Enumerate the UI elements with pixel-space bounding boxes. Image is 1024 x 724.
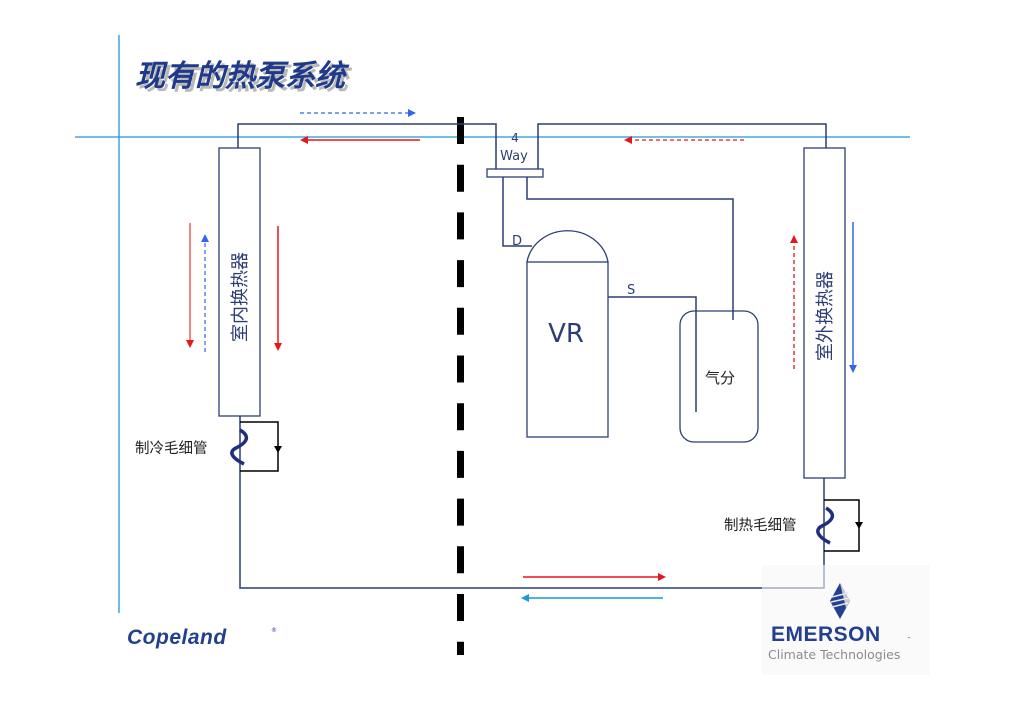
flow-arrows	[186, 109, 857, 602]
page-title: 现有的热泵系统	[135, 59, 350, 94]
accumulator-label: 气分	[705, 369, 735, 387]
compressor-label: VR	[548, 319, 584, 349]
heating-capillary-label: 制热毛细管	[724, 517, 797, 534]
pipe-indoor-to-4way	[237, 123, 497, 169]
four-way-label-line2: Way	[500, 149, 528, 164]
pipe-4way-to-outdoor	[537, 123, 827, 169]
heating-capillary	[816, 499, 863, 552]
page-title-shadow: 现有的热泵系统	[138, 62, 353, 97]
compressor: VR	[526, 230, 609, 438]
capillary-coil-icon	[230, 428, 249, 466]
emerson-logo: EMERSON ™ Climate Technologies	[762, 565, 930, 675]
pipe-discharge	[502, 177, 532, 247]
indoor-exchanger-label: 室内换热器	[230, 252, 251, 342]
pipe-bottom-liquid-line	[239, 416, 825, 589]
emerson-logo-backdrop	[762, 565, 930, 675]
cooling-capillary-bypass	[240, 421, 279, 472]
four-way-label-line1: 4	[511, 131, 519, 145]
compressor-body	[526, 261, 609, 438]
emerson-trademark: ™	[907, 636, 911, 641]
refrigerant-pipes	[237, 123, 827, 589]
outdoor-exchanger-label: 室外换热器	[815, 271, 836, 361]
copeland-logo: Copeland ®	[127, 626, 277, 649]
emerson-logo-text: EMERSON	[771, 623, 881, 646]
pipe-suction	[608, 296, 697, 412]
copeland-logo-text: Copeland	[127, 626, 227, 649]
cooling-capillary	[230, 421, 282, 472]
indoor-heat-exchanger	[218, 147, 261, 417]
copeland-registered-mark: ®	[271, 627, 277, 634]
check-valve-arrow-icon	[274, 446, 282, 453]
emerson-diamond-icon	[830, 583, 850, 619]
compressor-dome	[526, 230, 609, 263]
discharge-label: D	[512, 234, 522, 249]
suction-label: S	[627, 283, 635, 298]
emerson-subtitle: Climate Technologies	[768, 647, 900, 662]
pipe-4way-to-accumulator	[526, 177, 734, 320]
cooling-capillary-label: 制冷毛细管	[135, 440, 208, 457]
accumulator	[679, 310, 759, 443]
capillary-coil-icon	[816, 506, 835, 545]
check-valve-arrow-icon	[855, 522, 863, 529]
four-way-valve	[486, 168, 544, 178]
outdoor-heat-exchanger	[803, 147, 846, 479]
